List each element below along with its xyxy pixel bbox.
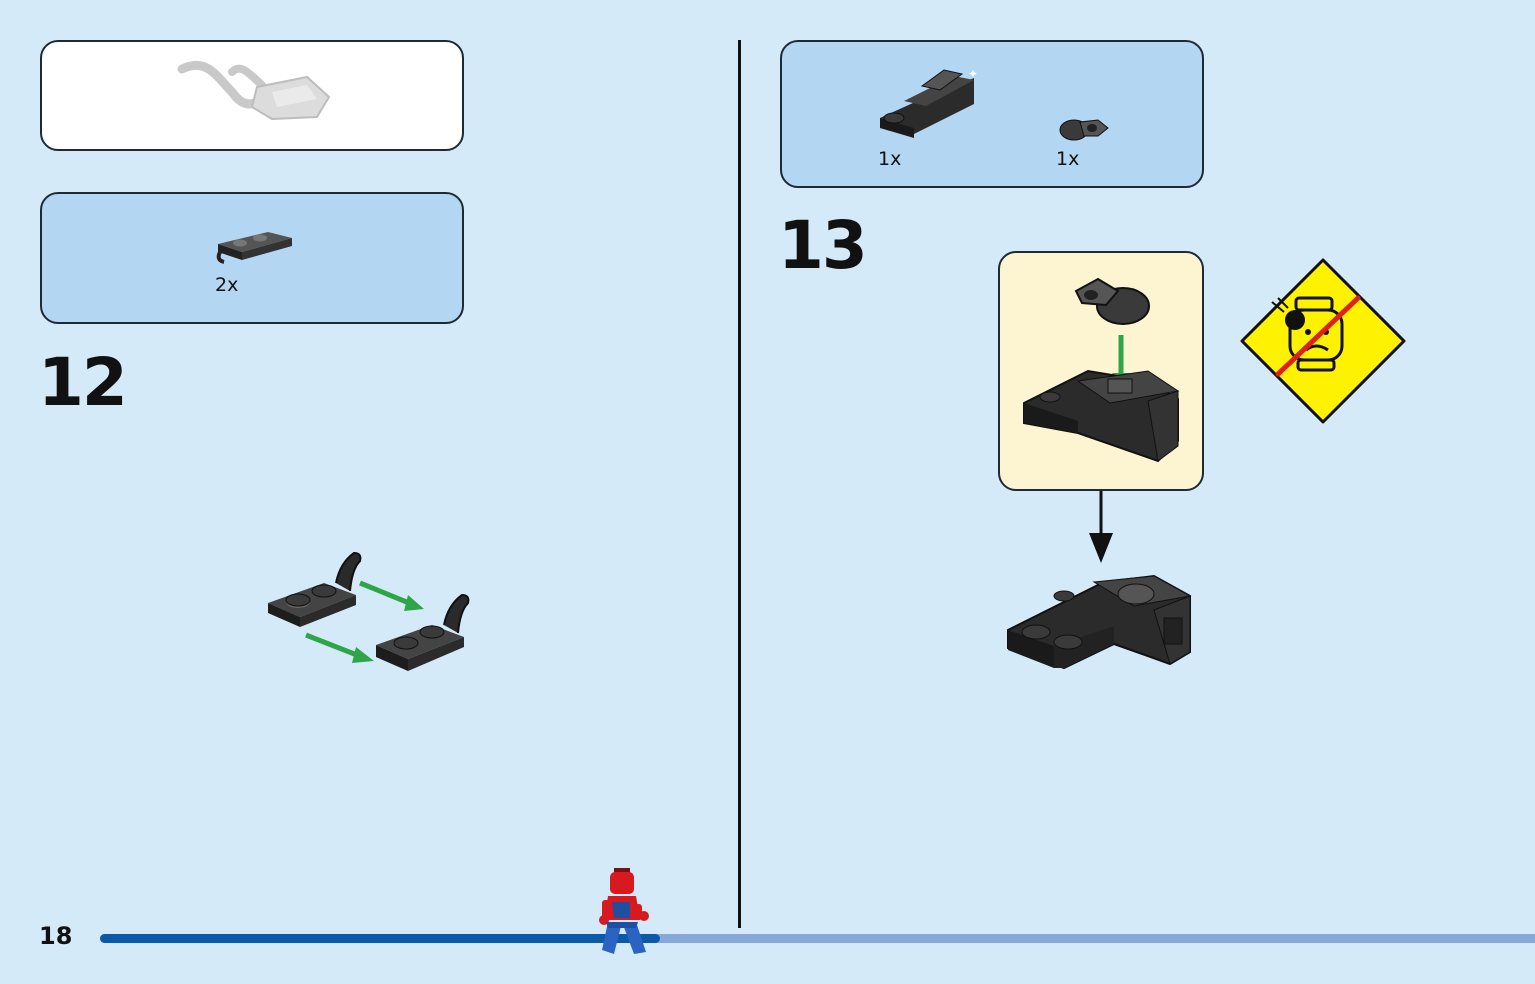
black-arrow-icon — [1089, 491, 1113, 563]
page-divider — [738, 40, 741, 928]
clip-piece-icon — [1059, 119, 1109, 141]
clip-piece-icon — [1074, 277, 1150, 325]
progress-bar-fill — [100, 934, 660, 943]
previous-assembly-icon — [177, 60, 331, 121]
step-13-assembly-illustration — [1007, 574, 1192, 670]
subassembly-illustration — [1023, 277, 1180, 463]
plate-with-clip-icon — [268, 551, 362, 627]
green-arrow-icon — [305, 632, 374, 663]
parts-list-step-12: 2x — [40, 192, 464, 324]
plate-1x2-clip-icon — [216, 232, 292, 264]
step-number: 12 — [38, 344, 128, 421]
page-number: 18 — [39, 922, 73, 950]
green-arrow-icon — [359, 580, 424, 611]
svg-text:✦: ✦ — [968, 67, 978, 81]
previous-model-box — [40, 40, 464, 151]
step-12-assembly-illustration — [268, 551, 470, 671]
brick-bracket-icon — [1023, 369, 1180, 463]
part-qty: 1x — [1056, 148, 1080, 170]
part-qty: 1x — [878, 148, 902, 170]
progress-bar-track — [100, 934, 1535, 943]
minifigure-progress-marker-icon — [599, 868, 649, 954]
subassembly-box — [998, 251, 1204, 491]
no-eye-injury-warning-icon — [1240, 258, 1406, 424]
parts-list-step-13: ✦ 1x 1x — [780, 40, 1204, 188]
part-qty: 2x — [215, 274, 239, 296]
step-number: 13 — [778, 207, 868, 284]
plate-with-clip-icon — [376, 593, 470, 671]
brick-bracket-icon: ✦ — [880, 67, 978, 138]
